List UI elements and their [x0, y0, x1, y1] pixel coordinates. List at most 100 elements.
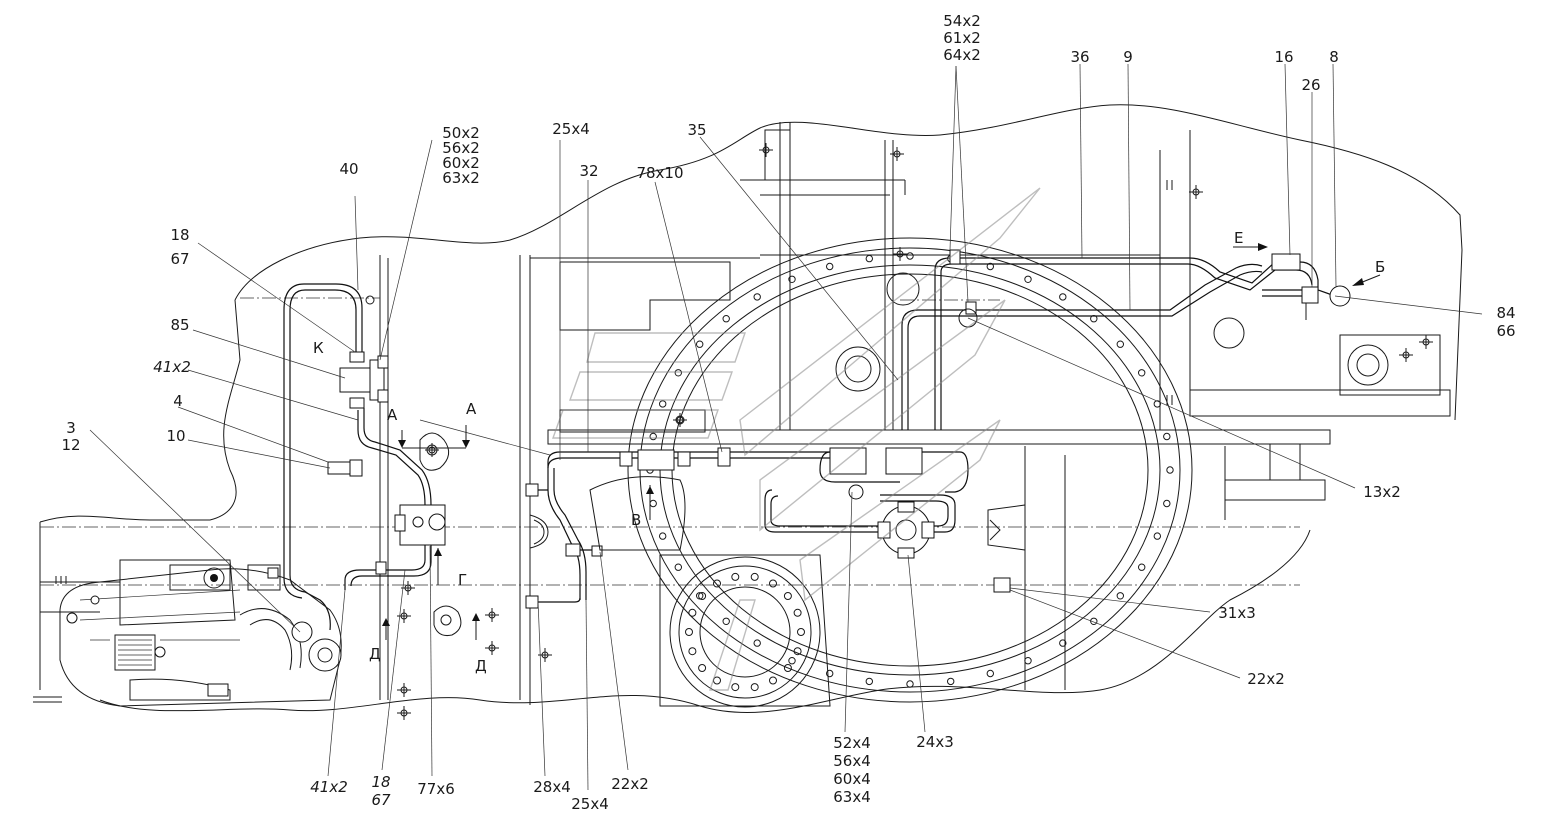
ring-bolt-hole [674, 369, 682, 377]
valve-26 [1301, 286, 1319, 304]
view-letter-a-right: А [466, 400, 477, 418]
junction-block-1 [829, 447, 867, 475]
callout-25x4-top: 25x4 [552, 120, 590, 138]
watermark-logo [552, 187, 1041, 691]
mounting-bolt-symbol [485, 608, 499, 622]
callout-25x4-bottom: 25x4 [571, 795, 609, 813]
ring-bolt-hole [722, 315, 730, 323]
callout-77x6: 77x6 [417, 780, 455, 798]
fitting-10 [327, 461, 351, 475]
ring-bolt-hole [696, 340, 704, 348]
view-letter-a-left: А [387, 406, 398, 424]
callout-22x2-bottom: 22x2 [611, 775, 649, 793]
ring-bolt-hole [826, 262, 834, 271]
view-letter-k: К [313, 339, 324, 357]
hub-bolt-hole [783, 664, 792, 672]
view-letters: К А А В Г Д Д Е Б [313, 229, 1385, 675]
ring-bolt-hole [906, 680, 914, 688]
mounting-bolt-symbol [1189, 185, 1203, 199]
ring-bolt-hole [1138, 563, 1146, 571]
pump-motor-assembly [33, 180, 1173, 707]
ring-bolt-hole [649, 499, 657, 508]
callout-41x2-bottom: 41x2 [310, 778, 348, 796]
ring-bolt-hole [947, 677, 955, 686]
callout-31x3: 31x3 [1218, 604, 1256, 622]
mounting-bolt-symbol [397, 609, 411, 623]
callout-9: 9 [1123, 48, 1133, 66]
rotor-hub [659, 554, 831, 708]
mounting-bolt-symbol [397, 683, 411, 697]
leader-lines [89, 63, 1483, 791]
callout-41x2-top: 41x2 [153, 358, 191, 376]
callout-10: 10 [166, 427, 185, 445]
junction-block-2 [885, 447, 923, 475]
hub-bolt-hole [713, 579, 721, 588]
ring-bolt-hole [753, 639, 761, 647]
mounting-bolt-symbol [759, 143, 773, 157]
hub-bolt-hole [769, 579, 777, 588]
view-letter-d-left: Д [369, 645, 381, 663]
hub-bolt-hole [797, 628, 805, 636]
ring-bolt-hole [865, 254, 873, 263]
hub-bolt-hole [731, 572, 740, 581]
ring-bolt-hole [753, 293, 761, 301]
hub-bolt-hole [685, 628, 693, 636]
ring-bolt-hole [1059, 639, 1067, 647]
ring-bolt-hole [1116, 592, 1125, 600]
view-letter-d-right: Д [475, 657, 487, 675]
hub-bolt-hole [688, 608, 697, 617]
mounting-bolt-symbol [893, 247, 907, 261]
section-arrows [382, 243, 1381, 640]
view-letter-g: Г [458, 571, 467, 589]
ring-bolt-hole [659, 532, 667, 540]
bolt-symbols [397, 143, 1433, 720]
ring-bolt-hole [659, 400, 667, 408]
mounting-bolt-symbol [890, 147, 904, 161]
ring-bolt-hole [722, 617, 730, 625]
ring-bolt-hole [788, 275, 796, 283]
view-letter-b: Б [1375, 258, 1385, 276]
callout-28x4: 28x4 [533, 778, 571, 796]
callout-24x3: 24x3 [916, 733, 954, 751]
ring-bolt-hole [865, 677, 873, 686]
ring-bolt-hole [906, 252, 914, 260]
view-letter-v: В [631, 511, 641, 529]
ring-bolt-hole [1153, 400, 1162, 408]
ring-bolt-hole [788, 657, 796, 665]
callout-40: 40 [339, 160, 358, 178]
hub-bolt-hole [698, 592, 707, 600]
mounting-bolt-symbol [485, 641, 499, 655]
callout-85: 85 [170, 316, 189, 334]
callout-32: 32 [579, 162, 598, 180]
ring-bolt-hole [1090, 617, 1098, 625]
callout-78x10: 78x10 [636, 164, 683, 182]
callout-13x2: 13x2 [1363, 483, 1401, 501]
valve-k [339, 351, 385, 409]
callout-4: 4 [173, 392, 183, 410]
hub-bolt-hole [698, 664, 707, 672]
callout-36: 36 [1070, 48, 1089, 66]
view-letter-e: Е [1234, 229, 1243, 247]
ring-bolt-hole [826, 669, 834, 678]
ring-bolt-hole [1024, 275, 1032, 283]
ring-bolt-hole [1163, 499, 1171, 508]
callout-35: 35 [687, 121, 706, 139]
hub-bolt-hole [731, 683, 740, 692]
ring-bolt-hole [1153, 532, 1162, 540]
ring-bolt-hole [649, 432, 657, 441]
callout-26: 26 [1301, 76, 1320, 94]
frame-outline [39, 104, 1463, 713]
mounting-bolt-symbol [673, 413, 687, 427]
hub-bolt-hole [793, 647, 802, 656]
hub-bolt-hole [688, 647, 697, 656]
ring-bolt-hole [1059, 293, 1067, 301]
hydraulic-components [327, 249, 1351, 609]
mounting-bolt-symbol [401, 581, 415, 595]
hydraulic-pipes [283, 257, 1336, 631]
